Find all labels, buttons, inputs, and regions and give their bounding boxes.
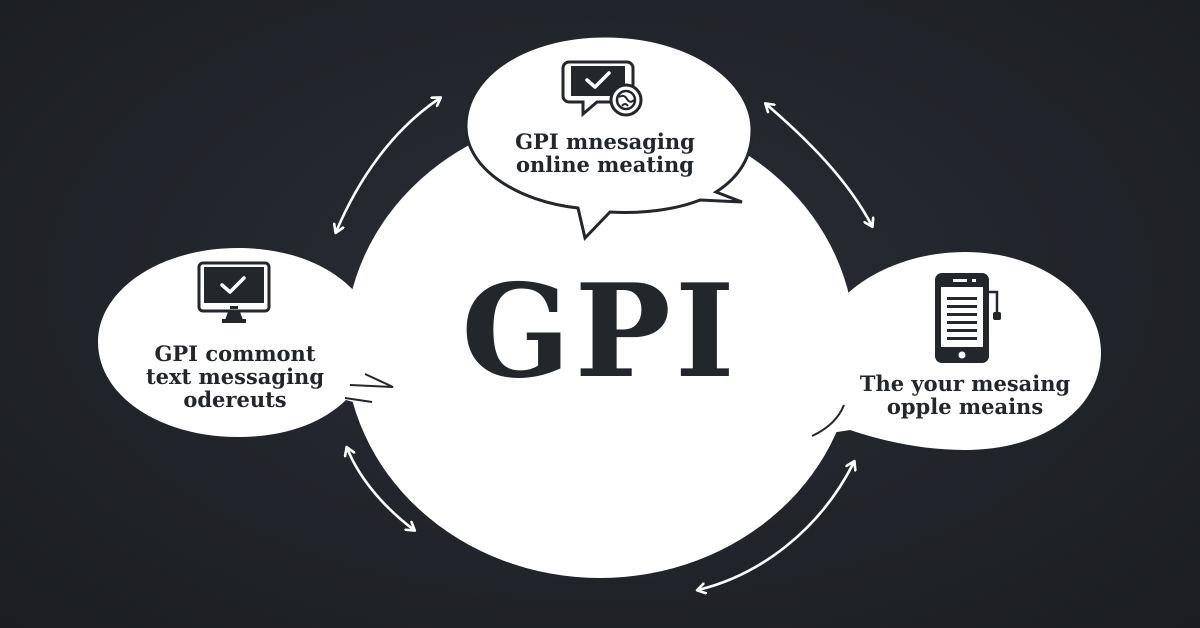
chat-check-globe-icon (561, 60, 643, 118)
left-node-line-2: text messaging (145, 364, 325, 390)
right-node-label: The your mesaing opple meains (840, 372, 1090, 418)
smartphone-document-icon (935, 273, 1001, 363)
right-node-line-1: The your mesaing (859, 371, 1071, 396)
arrow-left-to-top (336, 98, 440, 232)
left-speech-bubble (98, 248, 395, 437)
monitor-check-icon (197, 261, 271, 323)
top-node-line-1: GPI mnesaging (515, 129, 695, 154)
left-node-line-3: odereuts (183, 387, 287, 413)
top-node-line-2: online meating (516, 152, 694, 178)
arrow-top-to-right (766, 104, 872, 226)
top-node-label: GPI mnesaging online meating (490, 130, 720, 176)
left-node-label: GPI commont text messaging odereuts (120, 342, 350, 411)
right-node-line-2: opple meains (886, 394, 1044, 420)
left-node-line-1: GPI commont (154, 341, 316, 366)
top-speech-bubble (464, 34, 754, 242)
arrow-left-to-bottom (347, 448, 414, 530)
arrow-bottom-to-right (698, 462, 854, 590)
center-title: GPI (461, 257, 739, 407)
